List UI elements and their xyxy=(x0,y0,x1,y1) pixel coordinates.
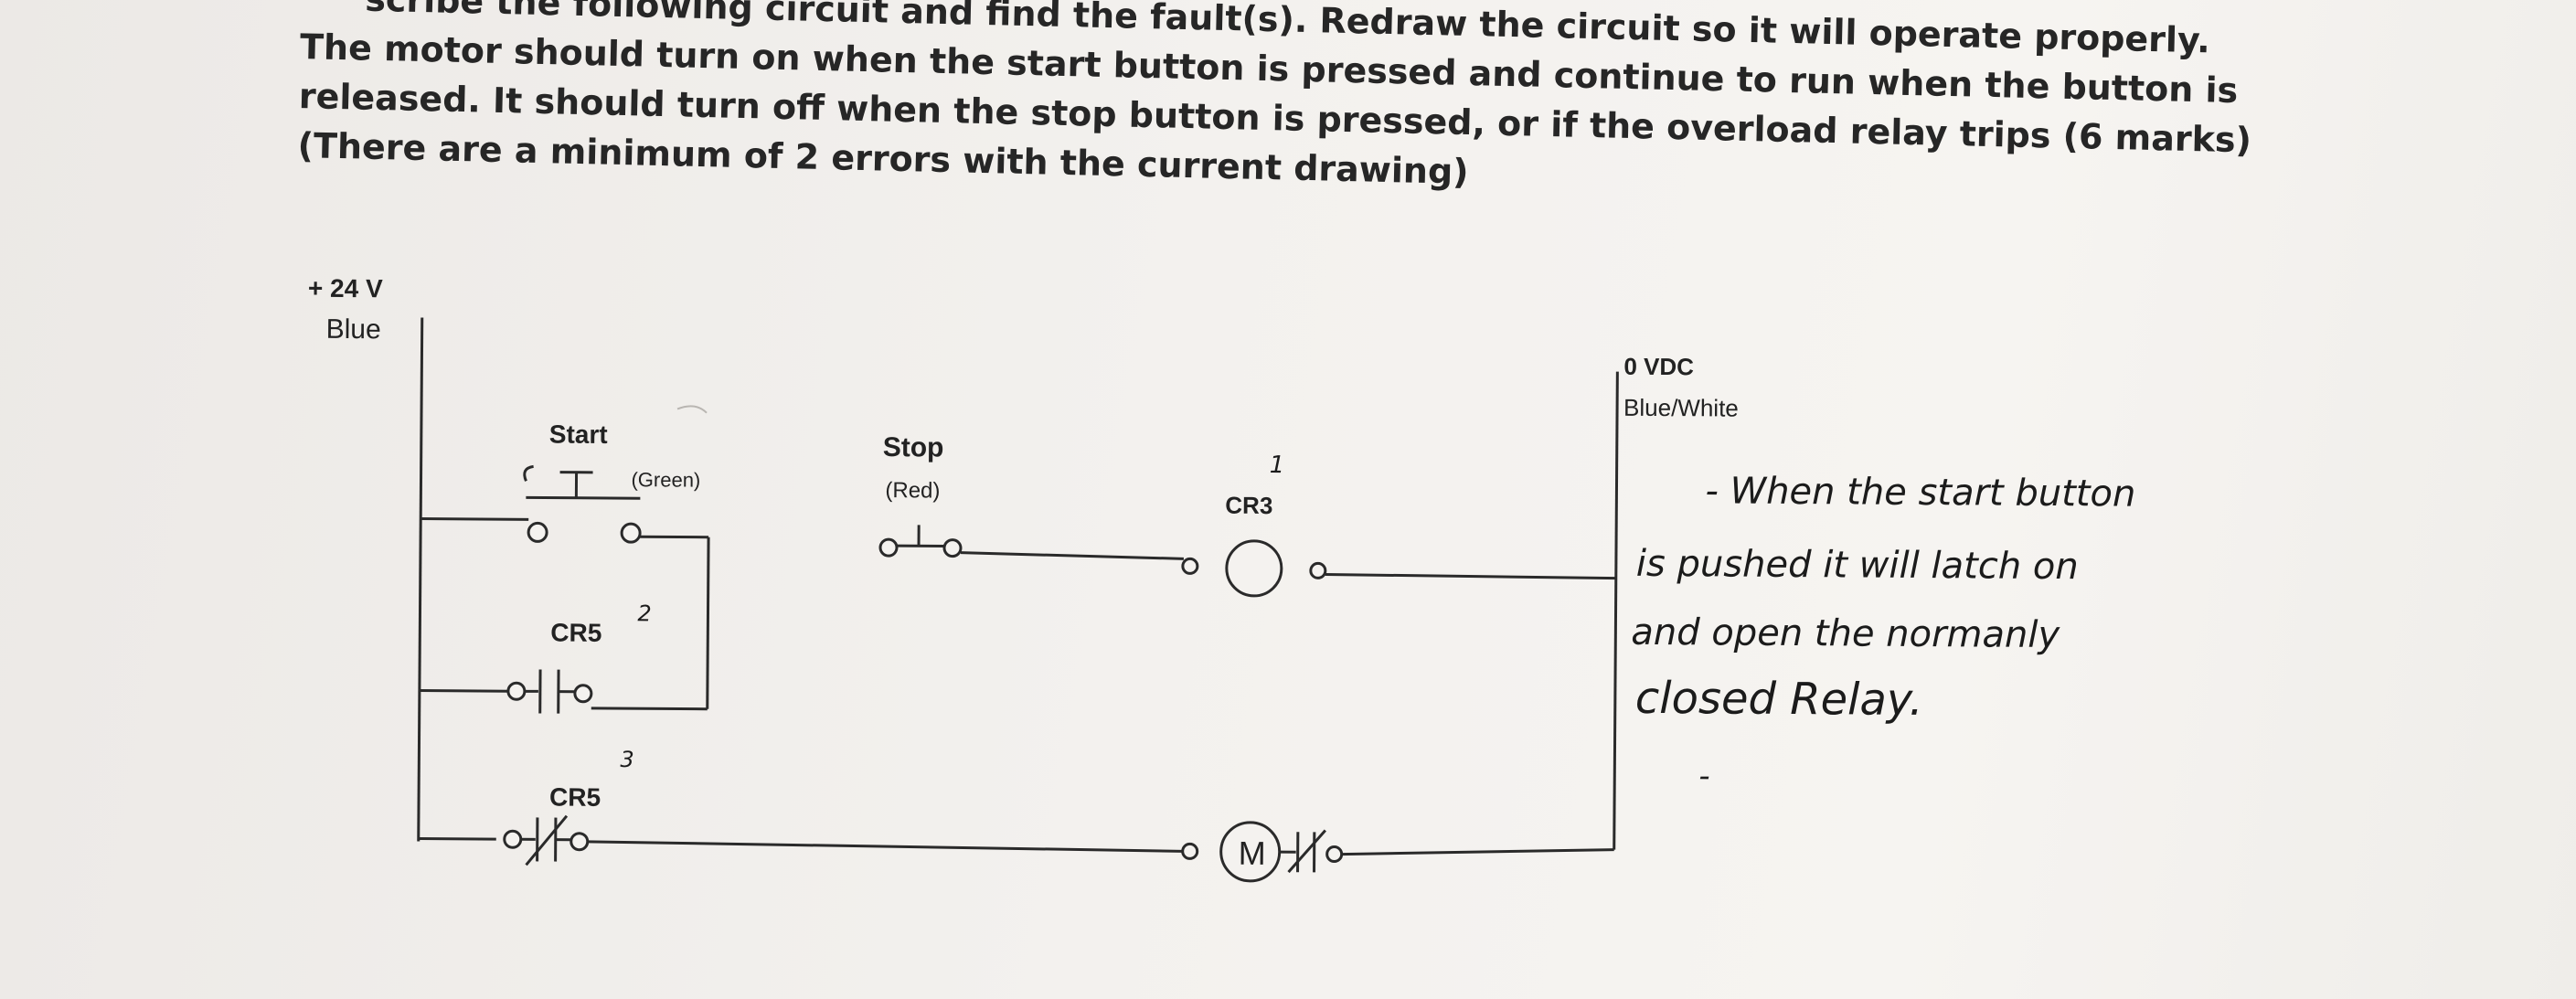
answer-line-3: and open the normanly xyxy=(1631,611,2060,656)
rung3-wire-left xyxy=(418,837,496,841)
cr5-contact2-symbol xyxy=(503,814,590,866)
start-pushbutton-symbol xyxy=(523,464,642,544)
stop-color-label: (Red) xyxy=(885,478,940,503)
left-rail-voltage: + 24 V xyxy=(308,274,383,303)
answer-line-2: is pushed it will latch on xyxy=(1636,543,2079,588)
rung3-wire-mid xyxy=(587,840,1182,853)
pencil-mark xyxy=(676,405,708,414)
answer-line-4: closed Relay. xyxy=(1635,673,1923,726)
start-label: Start xyxy=(549,420,608,449)
motor-label: M xyxy=(1239,834,1266,872)
cr3-coil-symbol xyxy=(1181,539,1327,598)
answer-line-1: - When the start button xyxy=(1705,470,2135,515)
handwritten-answer: - When the start button is pushed it wil… xyxy=(1631,470,2135,794)
left-rail-wire-color: Blue xyxy=(326,314,381,345)
handwritten-mark-coil: 1 xyxy=(1270,452,1285,479)
rung2-wire-left xyxy=(419,689,508,693)
right-rail-voltage: 0 VDC xyxy=(1623,353,1694,381)
rung2-wire-right xyxy=(591,707,708,711)
rung3-wire-right xyxy=(1341,848,1614,856)
cr5-contact2-label: CR5 xyxy=(549,783,601,812)
motor-symbol: M xyxy=(1181,821,1282,883)
answer-dash: - xyxy=(1698,758,1710,794)
right-rail-wire-color: Blue/White xyxy=(1623,394,1739,422)
start-color-label: (Green) xyxy=(631,468,700,492)
coil-label: CR3 xyxy=(1225,492,1272,519)
rung1-wire-right xyxy=(1325,572,1616,580)
cr5-contact1-label: CR5 xyxy=(550,619,601,647)
rung1-wire-left xyxy=(420,517,529,521)
right-rail xyxy=(1613,371,1619,850)
handwritten-mark-contact1: 2 xyxy=(637,600,651,626)
overload-contact-symbol xyxy=(1279,829,1344,874)
stop-pushbutton-symbol xyxy=(878,525,963,558)
left-rail xyxy=(417,317,424,842)
rung1-wire-stop-out xyxy=(960,551,1184,560)
stop-label: Stop xyxy=(883,432,944,462)
handwritten-mark-contact2: 3 xyxy=(620,747,633,772)
cr5-contact1-symbol xyxy=(506,669,593,714)
